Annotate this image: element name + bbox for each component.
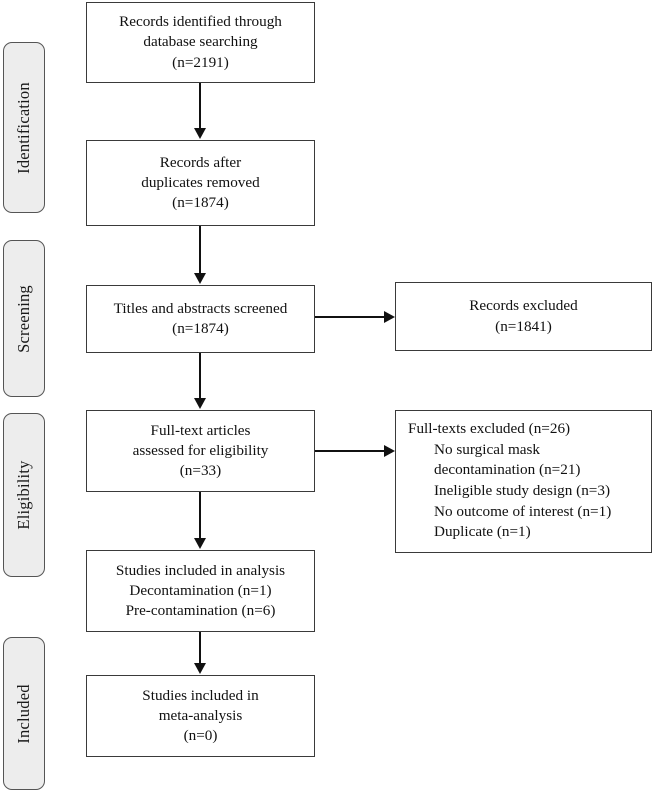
exclusion-heading: Full-texts excluded (n=26): [408, 420, 571, 437]
box-line: Studies included in: [142, 686, 259, 704]
box-line: Pre-contamination (n=6): [125, 602, 276, 620]
box-titles-abstracts-screened: Titles and abstracts screened (n=1874): [86, 285, 315, 353]
box-line: (n=1841): [495, 317, 552, 335]
arrowhead-down-icon: [193, 273, 206, 284]
connector-analysis-to-meta: [199, 632, 201, 664]
arrowhead-down-icon: [193, 128, 206, 139]
connector-duplicates-to-screened: [199, 226, 201, 274]
arrowhead-down-icon: [193, 663, 206, 674]
arrowhead-down-icon: [193, 538, 206, 549]
stage-pill-identification: Identification: [3, 42, 45, 213]
box-line: database searching: [143, 33, 258, 51]
box-line: Full-text articles: [150, 421, 251, 439]
box-line: duplicates removed: [141, 173, 260, 191]
box-line: (n=0): [183, 727, 218, 745]
exclusion-reason: decontamination (n=21): [434, 461, 581, 479]
box-line: Decontamination (n=1): [129, 581, 272, 599]
arrowhead-right-icon: [384, 444, 395, 457]
connector-screened-to-records-excluded: [315, 316, 385, 318]
stage-label-identification: Identification: [14, 81, 33, 174]
box-titles-abstracts-screened-text: Titles and abstracts screened (n=1874): [108, 299, 294, 339]
stage-pill-included: Included: [3, 637, 45, 790]
box-studies-included-analysis: Studies included in analysis Decontamina…: [86, 550, 315, 632]
box-line: meta-analysis: [158, 706, 243, 724]
stage-label-screening: Screening: [14, 284, 33, 353]
box-line: Records after: [159, 153, 242, 171]
exclusion-reason: No surgical mask: [434, 440, 541, 458]
box-records-after-duplicates: Records after duplicates removed (n=1874…: [86, 140, 315, 226]
box-records-identified: Records identified through database sear…: [86, 2, 315, 83]
box-line: (n=33): [179, 462, 222, 480]
stage-pill-screening: Screening: [3, 240, 45, 397]
box-records-identified-text: Records identified through database sear…: [113, 12, 288, 73]
box-line: assessed for eligibility: [132, 441, 269, 459]
box-fulltext-assessed-text: Full-text articles assessed for eligibil…: [127, 421, 275, 482]
stage-label-included: Included: [14, 683, 33, 744]
stage-label-eligibility: Eligibility: [14, 460, 33, 530]
connector-identified-to-duplicates: [199, 83, 201, 129]
arrowhead-right-icon: [384, 310, 395, 323]
box-line: Records identified through: [119, 13, 282, 31]
exclusion-reason: Duplicate (n=1): [434, 523, 531, 541]
box-line: (n=1874): [172, 194, 229, 212]
exclusion-reason: Ineligible study design (n=3): [434, 482, 611, 500]
box-fulltexts-excluded-text: Full-texts excluded (n=26) No surgical m…: [396, 411, 615, 543]
box-line: (n=2191): [172, 53, 229, 71]
connector-screened-to-fulltext: [199, 353, 201, 399]
box-studies-included-meta-text: Studies included in meta-analysis (n=0): [136, 686, 264, 747]
box-studies-included-meta: Studies included in meta-analysis (n=0): [86, 675, 315, 757]
stage-pill-eligibility: Eligibility: [3, 413, 45, 577]
box-fulltexts-excluded: Full-texts excluded (n=26) No surgical m…: [395, 410, 652, 553]
arrowhead-down-icon: [193, 398, 206, 409]
box-line: Titles and abstracts screened: [113, 299, 288, 317]
exclusion-reason: No outcome of interest (n=1): [434, 502, 612, 520]
box-records-excluded-text: Records excluded (n=1841): [463, 296, 583, 336]
box-fulltext-assessed: Full-text articles assessed for eligibil…: [86, 410, 315, 492]
box-studies-included-analysis-text: Studies included in analysis Decontamina…: [110, 561, 291, 622]
box-line: Records excluded: [469, 297, 578, 315]
box-line: (n=1874): [172, 320, 229, 337]
box-records-after-duplicates-text: Records after duplicates removed (n=1874…: [135, 153, 266, 214]
connector-fulltext-to-analysis: [199, 492, 201, 539]
connector-fulltext-to-fulltexts-excluded: [315, 450, 385, 452]
box-line: Studies included in analysis: [115, 561, 286, 579]
box-records-excluded: Records excluded (n=1841): [395, 282, 652, 351]
